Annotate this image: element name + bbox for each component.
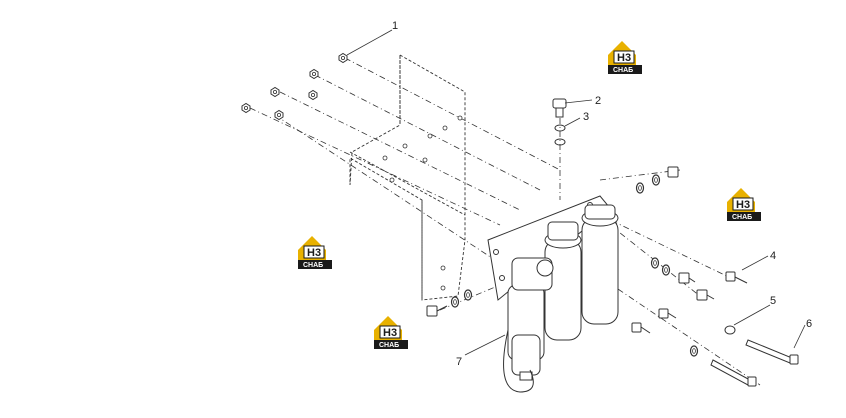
- bracket-holes: [382, 115, 463, 291]
- svg-text:CHAБ: CHAБ: [379, 342, 399, 349]
- watermark-logo: H3 CHAБ: [373, 315, 409, 350]
- svg-text:CHAБ: CHAБ: [732, 214, 752, 221]
- callout-2: 2: [595, 95, 601, 107]
- fuel-filter-assembly: [487, 195, 619, 393]
- callout-7: 7: [456, 356, 462, 368]
- svg-text:H3: H3: [617, 52, 631, 64]
- svg-text:CHAБ: CHAБ: [303, 262, 323, 269]
- svg-text:H3: H3: [736, 199, 750, 211]
- svg-text:H3: H3: [383, 327, 397, 339]
- watermark-logo: H3 CHAБ: [726, 187, 762, 222]
- nut-group: [241, 53, 348, 120]
- hardware: [426, 166, 799, 387]
- callout-1: 1: [392, 20, 398, 32]
- callout-6: 6: [806, 318, 812, 330]
- mounting-bracket: [349, 54, 466, 301]
- callout-3: 3: [583, 111, 589, 123]
- drain-plug: [552, 98, 567, 146]
- watermark-logo: H3 CHAБ: [607, 40, 643, 75]
- callout-5: 5: [770, 295, 776, 307]
- assembly-lines: [249, 57, 761, 386]
- svg-text:CHAБ: CHAБ: [613, 67, 633, 74]
- callout-4: 4: [770, 250, 776, 262]
- watermark-logo: H3 CHAБ: [297, 235, 333, 270]
- svg-text:H3: H3: [307, 247, 321, 259]
- leader-lines: [346, 29, 806, 356]
